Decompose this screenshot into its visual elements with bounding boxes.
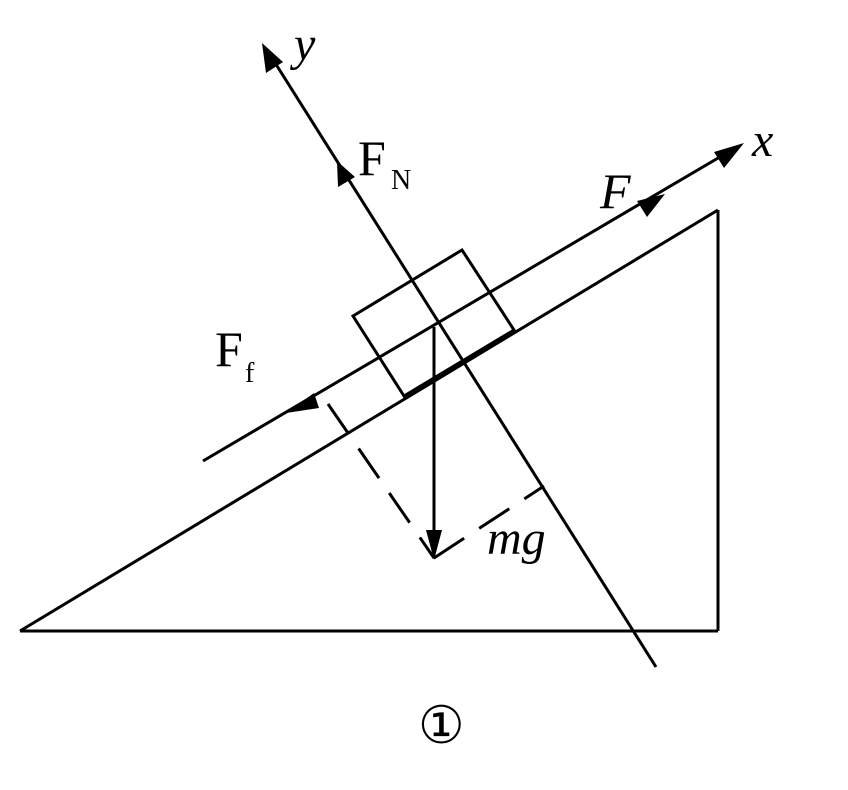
- friction-subscript: f: [245, 358, 255, 389]
- y-axis: [262, 43, 658, 668]
- applied-force-arrowhead: [637, 194, 665, 217]
- block: [350, 247, 517, 399]
- dashed-parallel-component: [433, 484, 545, 560]
- normal-force-arrowhead: [337, 161, 355, 187]
- friction-label: F: [215, 321, 243, 377]
- normal-force-subscript: N: [391, 165, 411, 196]
- inclined-plane: [19, 208, 720, 633]
- gravity-components: [326, 403, 545, 560]
- gravity-label: mg: [487, 512, 546, 565]
- x-axis-line: [202, 149, 731, 463]
- x-axis: [202, 143, 744, 463]
- y-axis-line: [270, 57, 658, 668]
- figure-number: ①: [418, 698, 465, 755]
- y-axis-arrowhead: [262, 43, 283, 73]
- incline-slope: [19, 208, 719, 633]
- normal-force-label: F: [358, 130, 386, 186]
- dashed-perpendicular-component: [326, 403, 436, 559]
- x-axis-arrowhead: [714, 143, 744, 168]
- gravity-arrowhead: [426, 530, 442, 560]
- y-axis-label: y: [289, 18, 316, 71]
- x-axis-label: x: [751, 114, 773, 167]
- applied-force-label: F: [599, 163, 631, 219]
- friction-arrowhead: [286, 393, 319, 413]
- gravity-vector: [426, 327, 442, 560]
